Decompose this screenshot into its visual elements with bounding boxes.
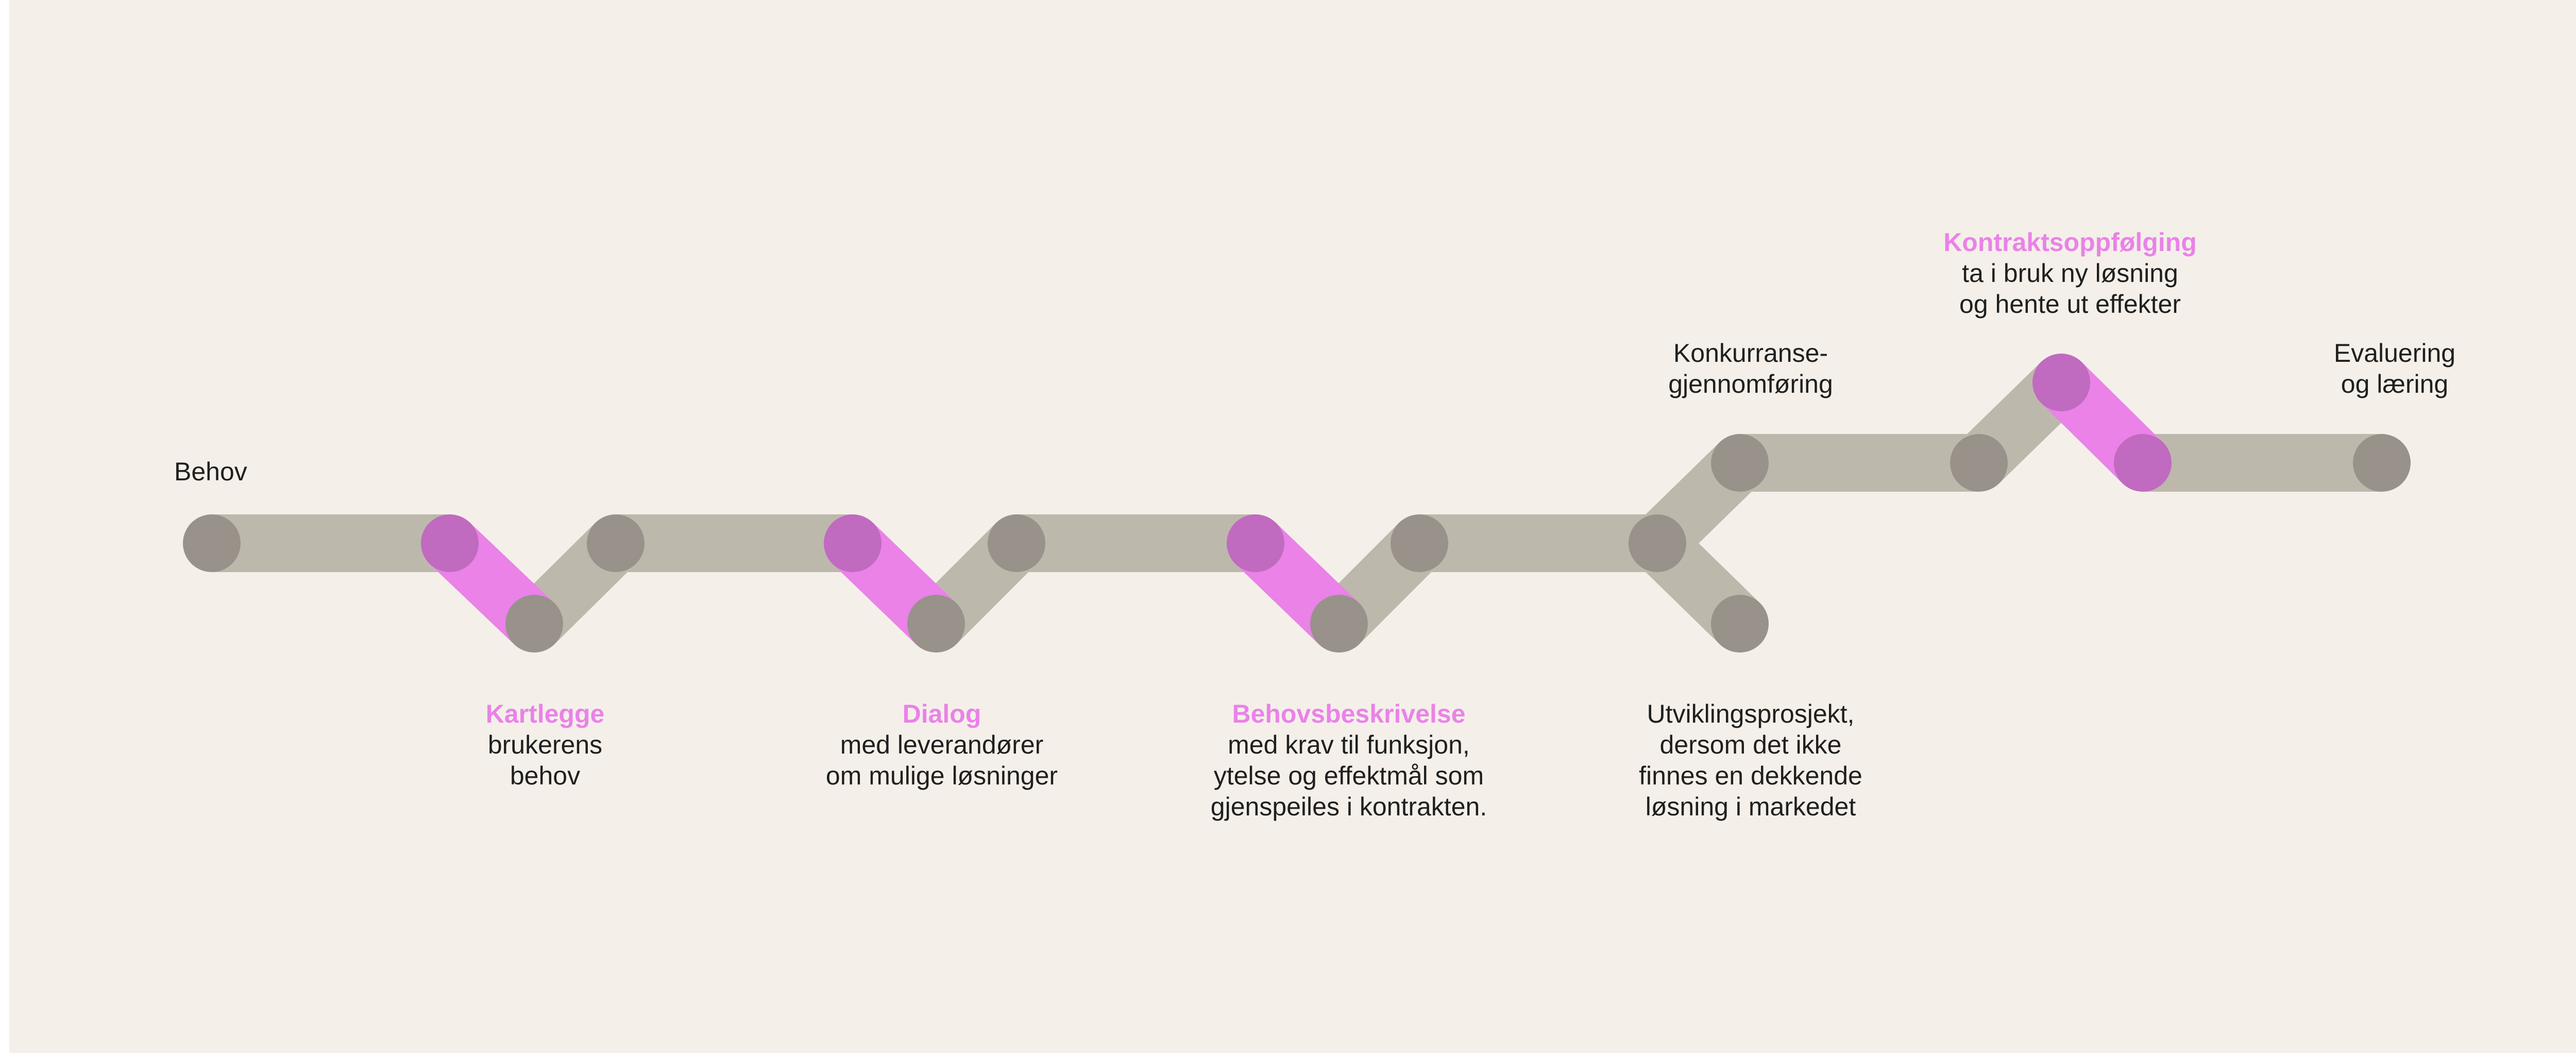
node-end: [2353, 434, 2411, 492]
label-behov: Behov: [174, 457, 247, 486]
process-track: [183, 354, 2411, 653]
node-start: [183, 514, 241, 572]
node-j: [1629, 514, 1686, 572]
label-evaluering: Evaluering og læring: [2333, 339, 2456, 398]
label-dialog: Dialog med leverandører om mulige løsnin…: [782, 698, 1101, 791]
node-d3: [988, 514, 1045, 572]
label-kontraktsoppfolging: Kontraktsoppfølging ta i bruk ny løsning…: [1885, 227, 2256, 320]
label-utviklingsprosjekt: Utviklingsprosjekt, dersom det ikke finn…: [1639, 699, 1862, 821]
node-k3: [587, 514, 645, 572]
label-konkurranse: Konkurranse- gjennomføring: [1668, 339, 1833, 398]
node-b3: [1391, 514, 1448, 572]
node-d2: [907, 595, 965, 653]
node-u2: [1950, 434, 2008, 492]
label-kartlegge: Kartlegge brukerens behov: [432, 698, 658, 791]
highlight-node-kp: [2032, 354, 2090, 411]
node-k2: [505, 595, 563, 653]
node-dev: [1711, 595, 1769, 653]
diagram-canvas: Behov Kartlegge brukerens behov Dialog m…: [9, 0, 2576, 1053]
node-b2: [1310, 595, 1368, 653]
node-u1: [1711, 434, 1769, 492]
highlight-node-b1: [1227, 514, 1284, 572]
highlight-node-k1: [421, 514, 479, 572]
highlight-node-kr: [2114, 434, 2172, 492]
label-kartlegge-title: Kartlegge: [485, 699, 605, 728]
label-behovsbeskrivelse-title: Behovsbeskrivelse: [1232, 699, 1466, 728]
label-kontrakt-title: Kontraktsoppfølging: [1943, 228, 2197, 257]
label-dialog-title: Dialog: [902, 699, 981, 728]
highlight-node-d1: [824, 514, 882, 572]
label-behovsbeskrivelse: Behovsbeskrivelse med krav til funksjon,…: [1163, 698, 1534, 822]
